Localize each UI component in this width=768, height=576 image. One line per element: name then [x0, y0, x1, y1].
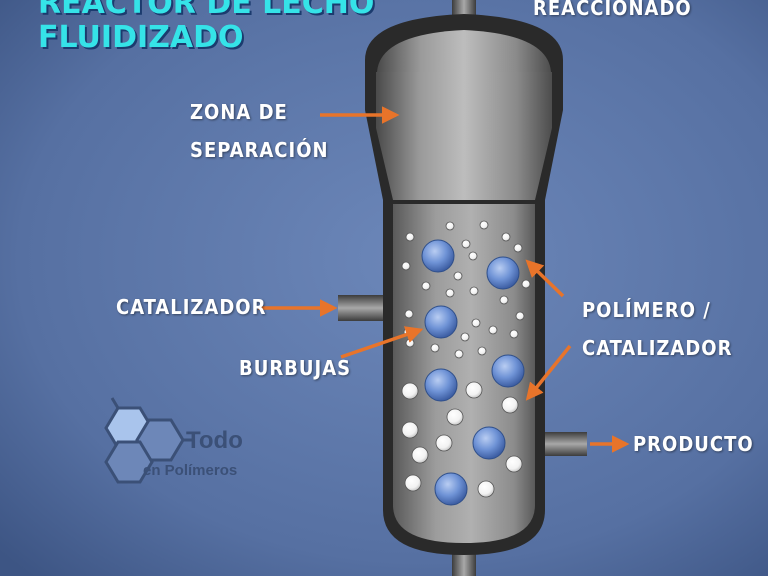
- particle: [453, 271, 463, 281]
- polymer-catalyst-particles: [401, 220, 531, 498]
- particle: [461, 239, 471, 249]
- particle: [469, 286, 479, 296]
- logo-name: Todo: [186, 427, 243, 454]
- label-product: PRODUCTO: [633, 432, 754, 456]
- particle: [513, 243, 523, 253]
- arrow-polymer-lower: [525, 344, 572, 401]
- arrow-polymer-upper: [525, 259, 565, 298]
- particle: [479, 220, 489, 230]
- particle: [435, 434, 453, 452]
- particle: [401, 261, 411, 271]
- particle: [454, 349, 464, 359]
- label-separation-zone-line1: ZONA DE: [190, 100, 288, 124]
- logo-subtitle: en Polímeros: [143, 462, 238, 479]
- annotation-arrows: [258, 106, 630, 453]
- particle: [477, 346, 487, 356]
- label-separation-zone-line2: SEPARACIÓN: [190, 138, 329, 162]
- particle: [446, 408, 464, 426]
- separation-zone-taper: [376, 128, 552, 200]
- gas-bubble: [486, 256, 520, 290]
- particle: [445, 221, 455, 231]
- particle: [404, 474, 422, 492]
- gas-bubble: [491, 354, 525, 388]
- particle: [401, 382, 419, 400]
- gas-bubbles: [421, 239, 525, 506]
- particle: [404, 309, 414, 319]
- particle: [468, 251, 478, 261]
- particle: [411, 446, 429, 464]
- label-bubbles: BURBUJAS: [239, 356, 352, 380]
- gas-bubble: [421, 239, 455, 273]
- particle: [521, 279, 531, 289]
- particle: [501, 232, 511, 242]
- particle: [430, 343, 440, 353]
- gas-bubble: [424, 305, 458, 339]
- particle: [465, 381, 483, 399]
- particle: [505, 455, 523, 473]
- catalyst-inlet-pipe: [338, 295, 383, 321]
- label-polymer-catalyst-line1: POLÍMERO /: [582, 298, 711, 322]
- product-outlet-pipe: [545, 432, 587, 456]
- particle: [499, 295, 509, 305]
- arrow-bubbles: [340, 326, 424, 359]
- label-reacted: REACCIONADO: [533, 0, 692, 20]
- particle: [501, 396, 519, 414]
- particle: [515, 311, 525, 321]
- particle: [471, 318, 481, 328]
- particle: [509, 329, 519, 339]
- particle: [488, 325, 498, 335]
- label-polymer-catalyst-line2: CATALIZADOR: [582, 336, 733, 360]
- particle: [460, 332, 470, 342]
- logo-icon: [104, 397, 192, 484]
- diagram-title-line2: FLUIDIZADO: [38, 20, 244, 55]
- particle: [405, 232, 415, 242]
- diagram-title-line1: REACTOR DE LECHO: [38, 0, 375, 21]
- gas-bubble: [472, 426, 506, 460]
- gas-bubble: [434, 472, 468, 506]
- particle: [401, 421, 419, 439]
- label-catalyst: CATALIZADOR: [116, 295, 267, 319]
- particle: [445, 288, 455, 298]
- particle: [477, 480, 495, 498]
- particle: [421, 281, 431, 291]
- separation-zone-dome: [377, 30, 551, 72]
- particle: [405, 338, 415, 348]
- gas-bubble: [424, 368, 458, 402]
- separation-zone-band: [376, 72, 552, 128]
